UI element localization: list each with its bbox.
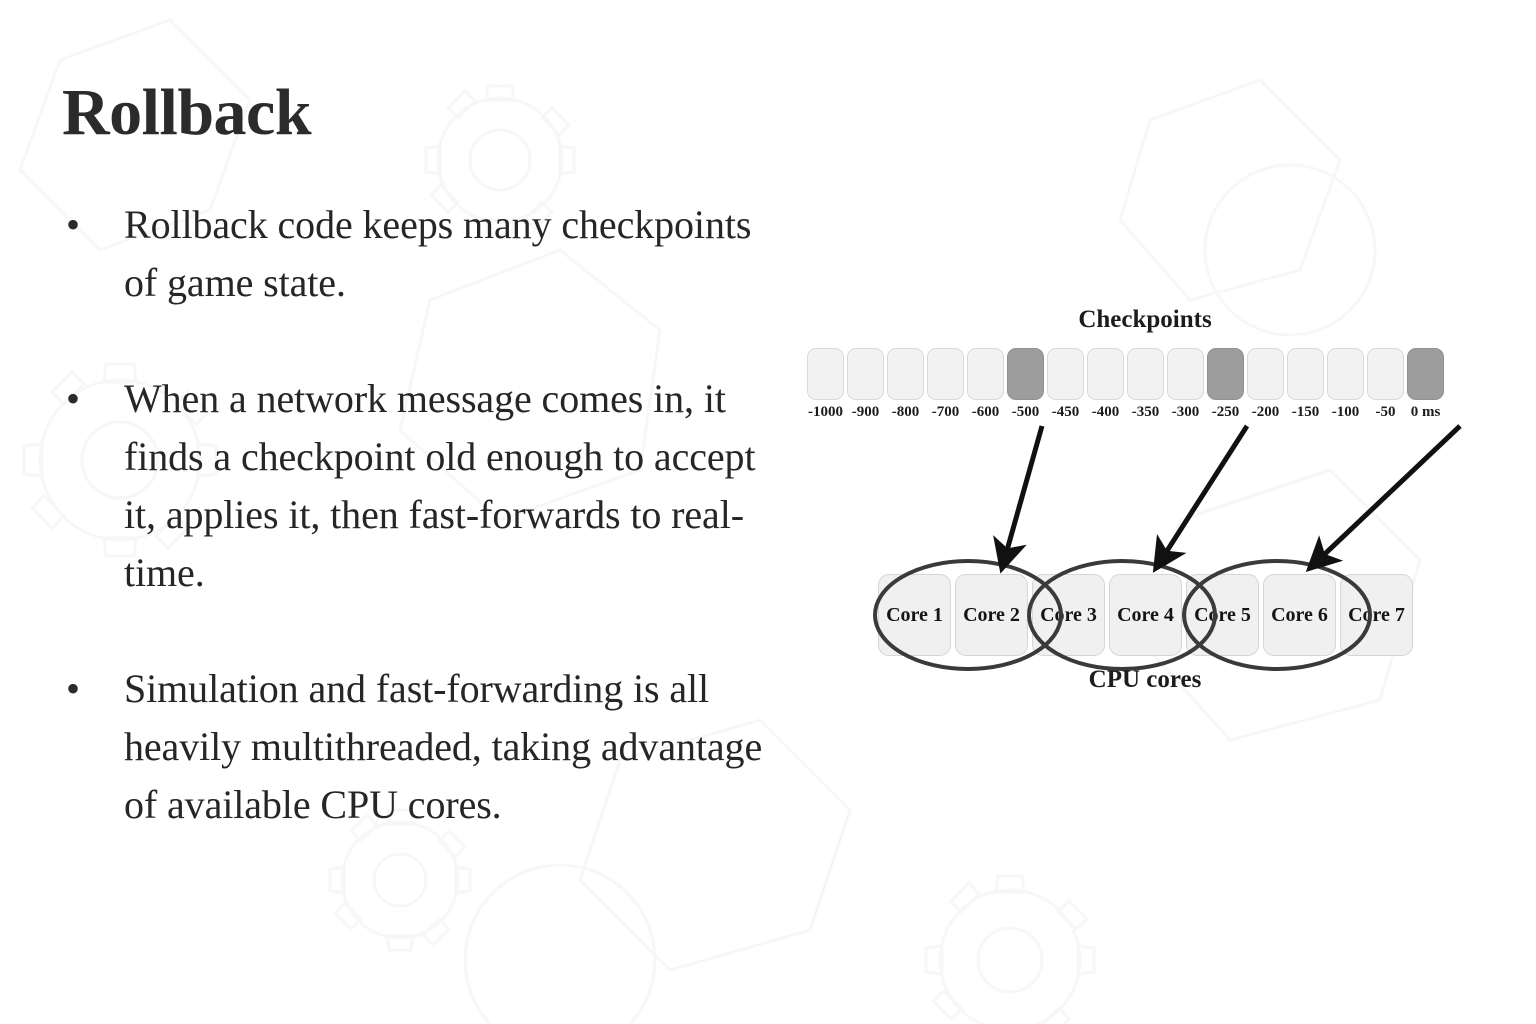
cpu-core-box[interactable]: Core 5 (1186, 574, 1259, 656)
checkpoint-label: -800 (891, 404, 920, 420)
bullet-marker-icon: • (66, 376, 81, 421)
checkpoint-label: -500 (1011, 404, 1040, 420)
checkpoint-cell[interactable] (1407, 348, 1444, 400)
cpu-core-box[interactable]: Core 6 (1263, 574, 1336, 656)
arrow-from-0ms (1305, 424, 1462, 573)
checkpoint-cell[interactable] (1247, 348, 1284, 400)
cpu-core-box[interactable]: Core 4 (1109, 574, 1182, 656)
bullet-text: Simulation and fast-forwarding is all he… (124, 666, 763, 827)
arrow-from--250 (1152, 424, 1250, 573)
cpu-cores-heading: CPU cores (1088, 666, 1202, 693)
arrow-from--500 (993, 425, 1045, 574)
checkpoint-label: -300 (1171, 404, 1200, 420)
checkpoint-label: -900 (851, 404, 880, 420)
bullet-marker-icon: • (66, 202, 81, 247)
checkpoint-cell[interactable] (1367, 348, 1404, 400)
checkpoint-cell[interactable] (887, 348, 924, 400)
cpu-core-box[interactable]: Core 7 (1340, 574, 1413, 656)
checkpoint-label: -1000 (808, 404, 843, 420)
bullet-text: Rollback code keeps many checkpoints of … (124, 202, 752, 305)
list-item: • When a network message comes in, it fi… (62, 370, 782, 602)
checkpoint-cell[interactable] (1127, 348, 1164, 400)
checkpoints-heading: Checkpoints (1078, 306, 1212, 333)
cpu-core-box[interactable]: Core 2 (955, 574, 1028, 656)
checkpoint-label: 0 ms (1410, 404, 1441, 420)
page-title: Rollback (62, 76, 312, 149)
checkpoint-label: -250 (1211, 404, 1240, 420)
checkpoint-label: -600 (971, 404, 1000, 420)
bullet-text: When a network message comes in, it find… (124, 376, 756, 595)
cpu-core-box[interactable]: Core 3 (1032, 574, 1105, 656)
checkpoint-cell[interactable] (1287, 348, 1324, 400)
checkpoint-label: -700 (931, 404, 960, 420)
checkpoint-label-row: -1000 -900 -800 -700 -600 -500 -450 -400 -350 -30… (807, 404, 1444, 421)
checkpoint-cell[interactable] (1327, 348, 1364, 400)
checkpoint-cell[interactable] (1047, 348, 1084, 400)
checkpoint-cell[interactable] (847, 348, 884, 400)
checkpoint-cell[interactable] (967, 348, 1004, 400)
bullet-list: • Rollback code keeps many checkpoints o… (62, 196, 782, 892)
rollback-diagram: Checkpoints -1000 -900 -800 -700 -600 -500 -45… (790, 296, 1500, 716)
checkpoint-label: -50 (1375, 404, 1396, 420)
bullet-marker-icon: • (66, 666, 81, 711)
checkpoint-label: -150 (1291, 404, 1320, 420)
cpu-core-box[interactable]: Core 1 (878, 574, 951, 656)
checkpoint-strip (807, 348, 1444, 400)
checkpoint-label: -400 (1091, 404, 1120, 420)
checkpoint-cell[interactable] (1087, 348, 1124, 400)
checkpoint-label: -450 (1051, 404, 1080, 420)
checkpoint-label: -350 (1131, 404, 1160, 420)
checkpoint-cell[interactable] (1207, 348, 1244, 400)
checkpoint-label: -200 (1251, 404, 1280, 420)
checkpoint-cell[interactable] (1167, 348, 1204, 400)
checkpoint-label: -100 (1331, 404, 1360, 420)
list-item: • Rollback code keeps many checkpoints o… (62, 196, 782, 312)
list-item: • Simulation and fast-forwarding is all … (62, 660, 782, 834)
checkpoint-cell[interactable] (807, 348, 844, 400)
checkpoint-cell[interactable] (927, 348, 964, 400)
checkpoint-cell[interactable] (1007, 348, 1044, 400)
